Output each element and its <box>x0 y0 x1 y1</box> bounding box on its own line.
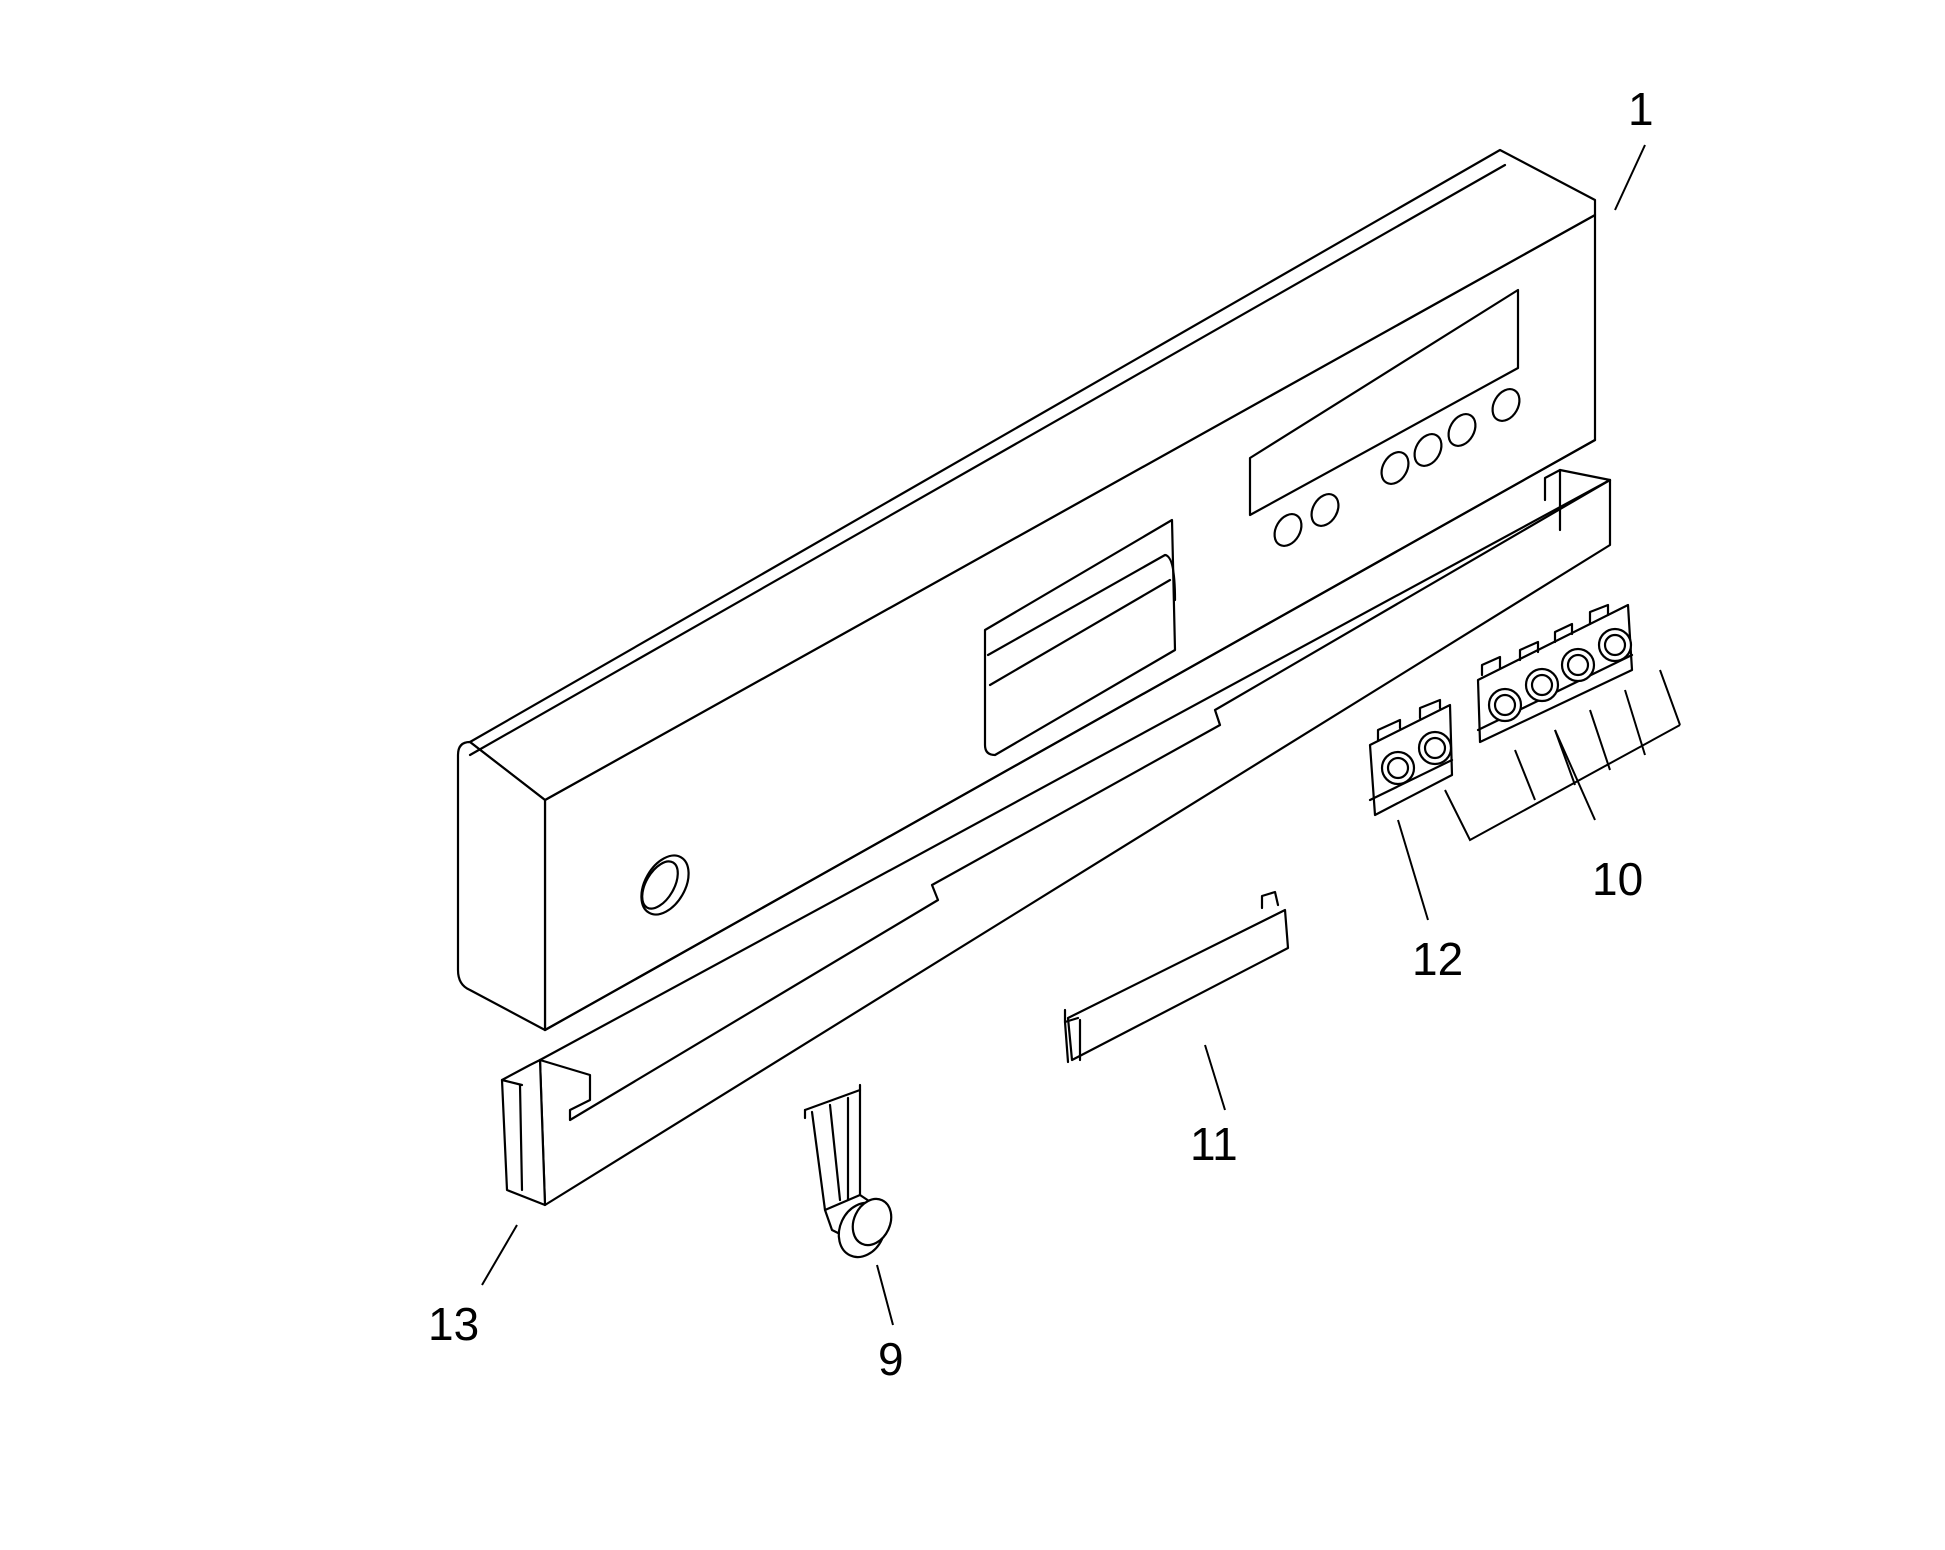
leader-13 <box>481 1224 518 1286</box>
callout-labels: 1 9 10 11 12 13 <box>428 83 1654 1385</box>
leader-10-e <box>1659 669 1681 726</box>
leader-10-d <box>1624 689 1646 756</box>
leader-10-main <box>1554 729 1596 821</box>
leader-1 <box>1614 144 1646 211</box>
part-12-two-button-module[interactable] <box>1368 698 1454 817</box>
callout-12: 12 <box>1412 933 1463 985</box>
part-10-four-button-module[interactable] <box>1476 603 1634 744</box>
leader-9 <box>876 1264 894 1326</box>
callout-1: 1 <box>1628 83 1654 135</box>
leader-11 <box>1204 1044 1226 1111</box>
callout-9: 9 <box>878 1333 904 1385</box>
leader-10-bracket <box>1444 724 1681 842</box>
leader-10-c <box>1589 709 1611 771</box>
part-1-control-panel[interactable] <box>456 148 1597 1032</box>
part-13-bottom-rail[interactable] <box>500 468 1612 1207</box>
callout-13: 13 <box>428 1298 479 1350</box>
callout-10: 10 <box>1592 853 1643 905</box>
callout-11: 11 <box>1190 1118 1238 1170</box>
leader-10-a <box>1514 749 1536 801</box>
leader-12 <box>1397 819 1429 921</box>
part-11-indicator-bar[interactable] <box>1063 890 1290 1064</box>
leader-lines <box>481 144 1681 1326</box>
part-9-knob[interactable] <box>803 1083 898 1265</box>
